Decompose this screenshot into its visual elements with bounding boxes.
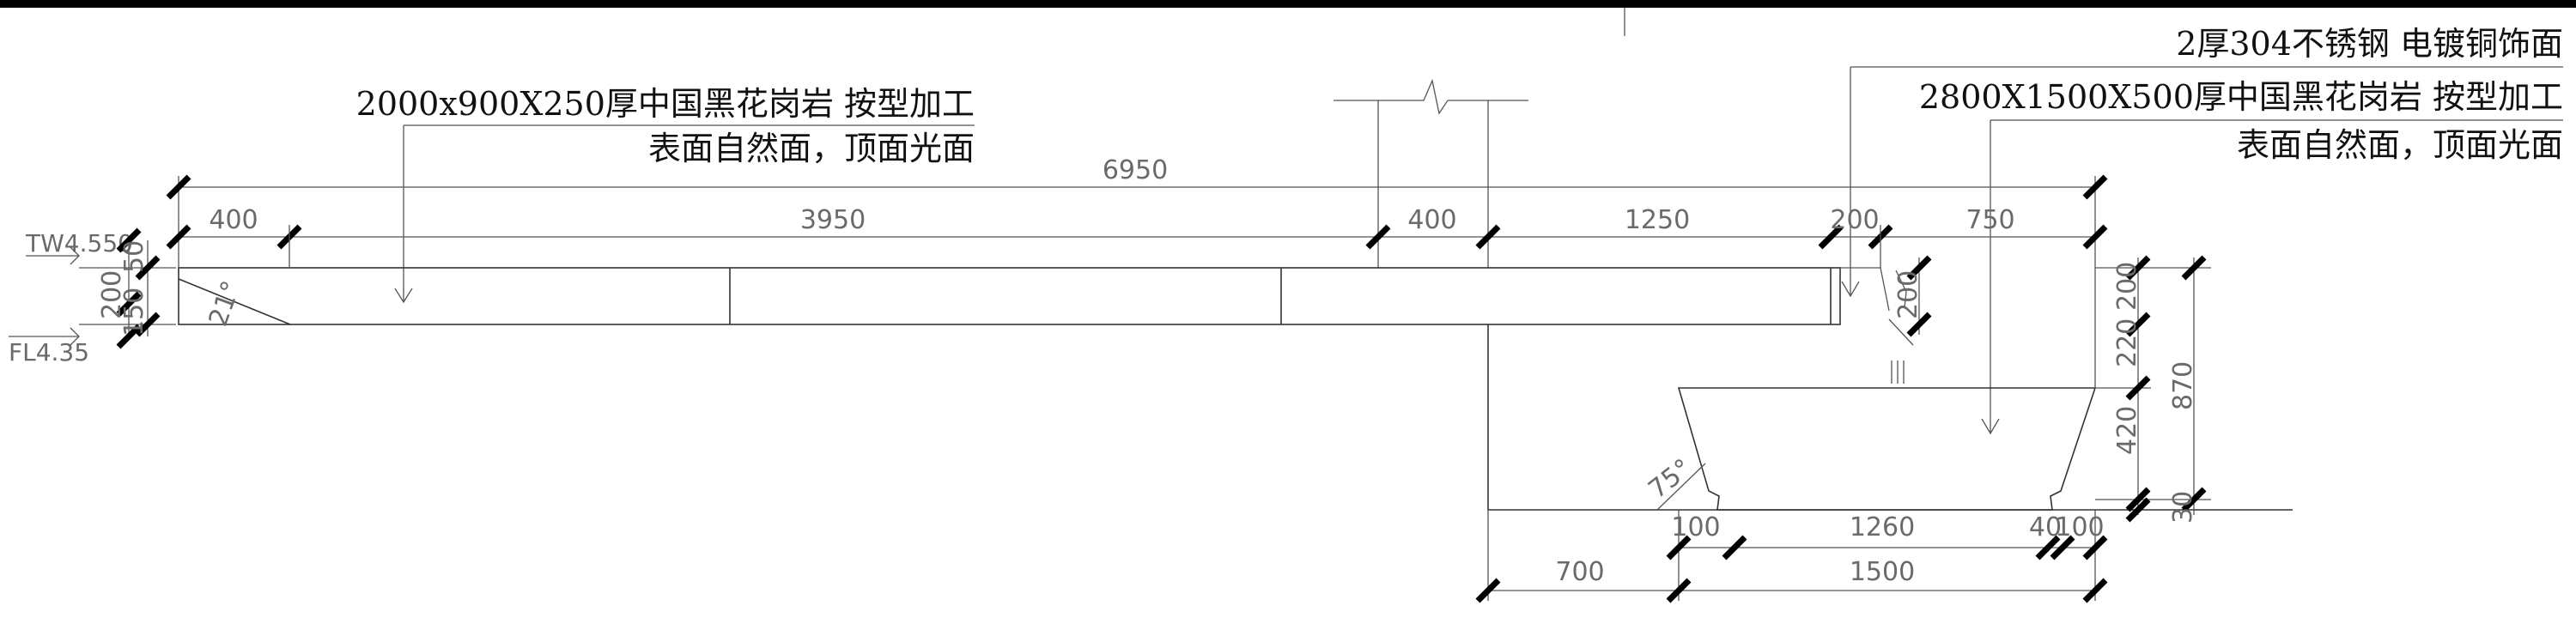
tick-bottom-1a (1666, 535, 1692, 560)
basin-angle-ref (1656, 463, 1706, 511)
dim-right-v-870: 870 (2168, 361, 2198, 410)
dim-seg-750: 750 (1965, 205, 2014, 235)
tick-left-v-1 (116, 227, 142, 253)
tick-overall-left (166, 174, 191, 200)
level-top-wall-mark (70, 246, 80, 265)
level-top-wall: TW4.550 (25, 229, 133, 257)
right-trim-arrow (1841, 281, 1860, 298)
right-material-arrow (1981, 418, 2000, 435)
tick-right-v-2 (2125, 312, 2151, 337)
left-finish-note: 表面自然面，顶面光面 (648, 130, 975, 167)
tick-bottom-2c (2082, 578, 2108, 603)
tick-right-v-5 (2125, 497, 2151, 523)
left-material-note: 2000x900X250厚中国黑花岗岩 按型加工 (356, 85, 975, 123)
tick-bottom-2a (1475, 578, 1501, 603)
steel-trim-profile (1840, 267, 1890, 312)
tick-right-v-3 (2125, 375, 2151, 401)
tick-seg-2440 (2082, 224, 2108, 250)
tick-right-small-v-1 (1906, 255, 1932, 281)
left-leader-arrow (394, 288, 413, 304)
tick-bottom-2b (1666, 578, 1692, 603)
tick-left-v-3 (116, 291, 142, 317)
dim-bottom-700: 700 (1555, 557, 1604, 587)
dim-seg-400-left: 400 (209, 205, 258, 235)
dim-bottom-1500: 1500 (1850, 557, 1915, 587)
tick-right-v-4 (2125, 487, 2151, 512)
dim-left-v-150: 150 (119, 288, 149, 336)
dim-left-v-200: 200 (97, 270, 127, 319)
dim-bottom-40: 40 (2029, 512, 2062, 542)
angle-left-chamfer: 21° (204, 277, 247, 330)
dim-right-v-420: 420 (2112, 406, 2142, 455)
top-border-band (0, 0, 2576, 8)
dim-seg-400-mid: 400 (1407, 205, 1456, 235)
tick-left-v-5 (116, 324, 142, 349)
dim-seg-1250: 1250 (1625, 205, 1690, 235)
dim-bottom-100-right: 100 (2055, 512, 2104, 542)
level-floor-mark (70, 327, 80, 346)
dim-bottom-1260: 1260 (1850, 512, 1915, 542)
dim-bottom-100: 100 (1671, 512, 1720, 542)
dim-seg-3950: 3950 (800, 205, 866, 235)
tick-bottom-1e (2082, 535, 2108, 560)
tick-right-v-total-2 (2181, 487, 2207, 512)
tick-overall-right (2082, 174, 2108, 200)
dim-right-v-200: 200 (2112, 262, 2142, 311)
right-trim-note: 2厚304不锈钢 电镀铜饰面 (2176, 25, 2563, 63)
tick-right-v-total-1 (2181, 255, 2207, 281)
main-slab (178, 267, 1841, 325)
steel-trim-curve (1895, 270, 1907, 308)
granite-basin (1677, 387, 2097, 511)
tick-seg-208 (166, 224, 191, 250)
dim-right-small-v-200: 200 (1893, 270, 1923, 319)
break-line-top (1334, 78, 1528, 115)
tick-seg-1605 (1365, 224, 1391, 250)
dim-right-v-220: 220 (2112, 318, 2142, 367)
steel-trim-base (1888, 318, 1914, 346)
right-finish-note: 表面自然面，顶面光面 (2237, 126, 2563, 164)
slab-left-chamfer (178, 278, 291, 325)
tick-right-small-v-2 (1906, 312, 1932, 337)
angle-basin-side: 75° (1643, 453, 1697, 505)
tick-seg-2132 (1818, 224, 1844, 250)
dim-overall: 6950 (1103, 155, 1168, 185)
tick-left-v-4 (135, 312, 161, 337)
dim-right-v-30: 30 (2168, 491, 2198, 524)
dim-left-v-50: 50 (119, 240, 149, 273)
level-floor: FL4.35 (9, 338, 89, 367)
tick-bottom-1d (2050, 535, 2075, 560)
right-material-note: 2800X1500X500厚中国黑花岗岩 按型加工 (1919, 78, 2563, 116)
tick-seg-1733 (1475, 224, 1501, 250)
tick-right-v-1 (2125, 255, 2151, 281)
tick-left-v-2 (135, 255, 161, 281)
dim-seg-200: 200 (1830, 205, 1879, 235)
tick-bottom-1b (1722, 535, 1747, 560)
tick-bottom-1c (2035, 535, 2061, 560)
